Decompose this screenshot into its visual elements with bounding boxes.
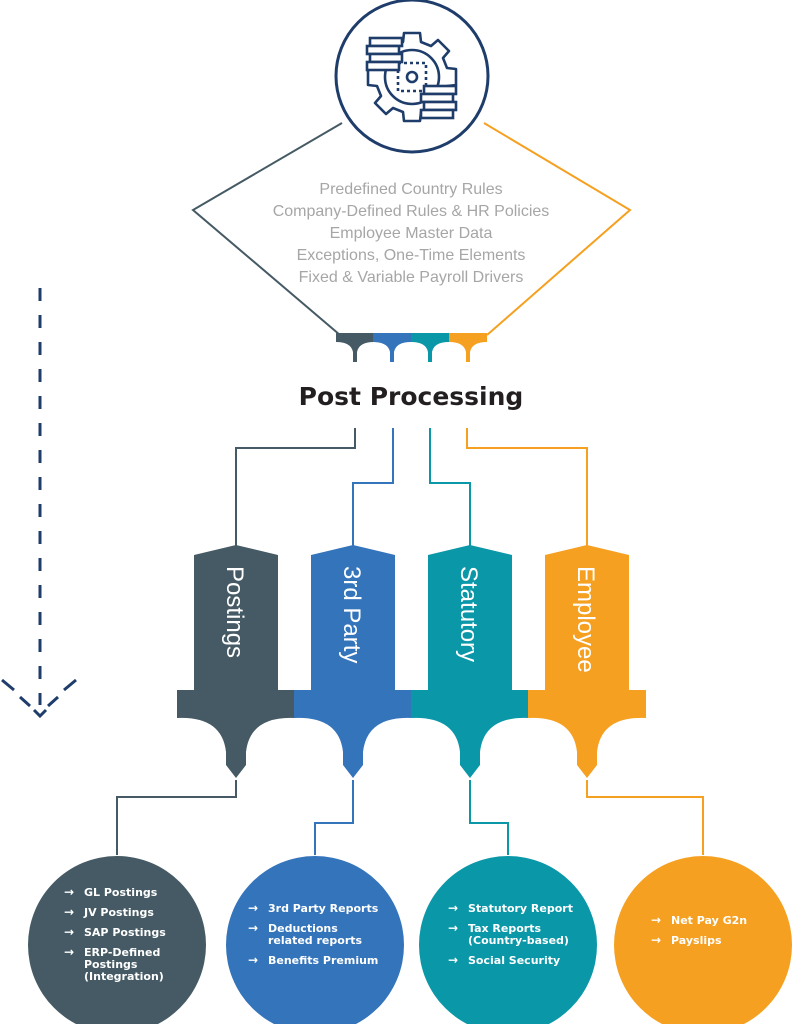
- circle-list-item: → Payslips: [651, 933, 722, 947]
- branch-line-third-party: [352, 428, 394, 548]
- circle-shape: [226, 856, 404, 1024]
- arrow-right-icon: →: [248, 921, 258, 935]
- arrow-right-icon: →: [448, 901, 458, 915]
- arrow-right-icon: →: [651, 933, 661, 947]
- arrow-right-icon: →: [64, 945, 74, 959]
- circle-list-item: → Net Pay G2n: [651, 913, 747, 927]
- arrow-right-icon: →: [448, 953, 458, 967]
- input-item: Predefined Country Rules: [319, 181, 502, 198]
- circle-list-item: → SAP Postings: [64, 925, 166, 939]
- category-label: Statutory: [455, 566, 482, 662]
- arrow-shape: [528, 545, 646, 778]
- circle-list-item: → Social Security: [448, 953, 560, 967]
- category-label: Employee: [572, 566, 599, 673]
- gear-with-coin-stacks-icon: [334, 0, 490, 154]
- circle-connector-lines: [116, 780, 704, 855]
- circle-list-item: → 3rd Party Reports: [248, 901, 379, 915]
- arrow-right-icon: →: [248, 901, 258, 915]
- dashed-down-arrow-icon: [1, 288, 77, 719]
- category-arrow-postings: Postings: [177, 545, 295, 778]
- list-item-text: Net Pay G2n: [671, 914, 747, 927]
- list-item-text: 3rd Party Reports: [268, 902, 379, 915]
- category-circle-employee: → Net Pay G2n → Payslips: [614, 856, 792, 1024]
- arrow-right-icon: →: [448, 921, 458, 935]
- arrow-shape: [177, 545, 295, 778]
- category-circle-statutory: → Statutory Report → Tax Reports(Country-ba…: [419, 856, 597, 1024]
- list-item-text: related reports: [268, 934, 363, 947]
- list-item-text: Deductions: [268, 922, 338, 935]
- connector-postings: [116, 780, 237, 855]
- circle-list-item: → GL Postings: [64, 885, 158, 899]
- arrow-shape: [294, 545, 412, 778]
- list-item-text: (Integration): [84, 970, 164, 983]
- input-item: Company-Defined Rules & HR Policies: [273, 203, 550, 220]
- list-item-text: Payslips: [671, 934, 722, 947]
- arrow-right-icon: →: [64, 905, 74, 919]
- merge-segment-statutory: [411, 333, 449, 362]
- branch-line-employee: [466, 428, 588, 548]
- circle-list-item: → Statutory Report: [448, 901, 573, 915]
- category-circles: → GL Postings → JV Postings → SAP Postings → ER…: [28, 856, 792, 1024]
- connector-statutory: [469, 780, 509, 855]
- arrow-shape: [411, 545, 529, 778]
- category-arrow-statutory: Statutory: [411, 545, 529, 778]
- list-item-text: Social Security: [468, 954, 560, 967]
- category-label: Postings: [221, 566, 248, 658]
- arrow-right-icon: →: [248, 953, 258, 967]
- branch-line-statutory: [429, 428, 471, 548]
- list-item-text: (Country-based): [468, 934, 569, 947]
- circle-shape: [419, 856, 597, 1024]
- input-item: Employee Master Data: [330, 225, 493, 242]
- merge-connector: [336, 333, 487, 362]
- input-diamond: [191, 122, 632, 336]
- post-processing-title: Post Processing: [299, 382, 524, 411]
- list-item-text: GL Postings: [84, 886, 158, 899]
- list-item-text: Statutory Report: [468, 902, 573, 915]
- category-circle-postings: → GL Postings → JV Postings → SAP Postings → ER…: [28, 856, 206, 1024]
- diamond-left-edge: [191, 122, 343, 336]
- category-arrows: Postings 3rd Party Statutory Employee: [177, 545, 646, 778]
- circle-list-item: → Tax Reports(Country-based): [448, 921, 569, 947]
- list-item-text: Tax Reports: [468, 922, 541, 935]
- input-item: Exceptions, One-Time Elements: [297, 247, 526, 264]
- list-item-text: SAP Postings: [84, 926, 166, 939]
- arrow-right-icon: →: [64, 925, 74, 939]
- input-list: Predefined Country Rules Company-Defined…: [273, 181, 550, 286]
- merge-segment-postings: [336, 333, 374, 362]
- circle-list-item: → JV Postings: [64, 905, 154, 919]
- circle-shape: [614, 856, 792, 1024]
- arrow-right-icon: →: [64, 885, 74, 899]
- branch-lines: [235, 428, 588, 548]
- category-label: 3rd Party: [338, 566, 365, 663]
- merge-segment-employee: [449, 333, 487, 362]
- diamond-right-edge: [483, 122, 632, 336]
- list-item-text: Postings: [84, 958, 138, 971]
- branch-line-postings: [235, 428, 356, 548]
- circle-shape: [28, 856, 206, 1024]
- list-item-text: Benefits Premium: [268, 954, 378, 967]
- list-item-text: ERP-Defined: [84, 946, 160, 959]
- category-arrow-employee: Employee: [528, 545, 646, 778]
- category-arrow-third_party: 3rd Party: [294, 545, 412, 778]
- circle-list-item: → Benefits Premium: [248, 953, 378, 967]
- connector-third-party: [314, 780, 354, 855]
- merge-segment-third_party: [373, 333, 411, 362]
- connector-employee: [586, 780, 704, 855]
- list-item-text: JV Postings: [83, 906, 154, 919]
- arrow-right-icon: →: [651, 913, 661, 927]
- input-item: Fixed & Variable Payroll Drivers: [299, 269, 524, 286]
